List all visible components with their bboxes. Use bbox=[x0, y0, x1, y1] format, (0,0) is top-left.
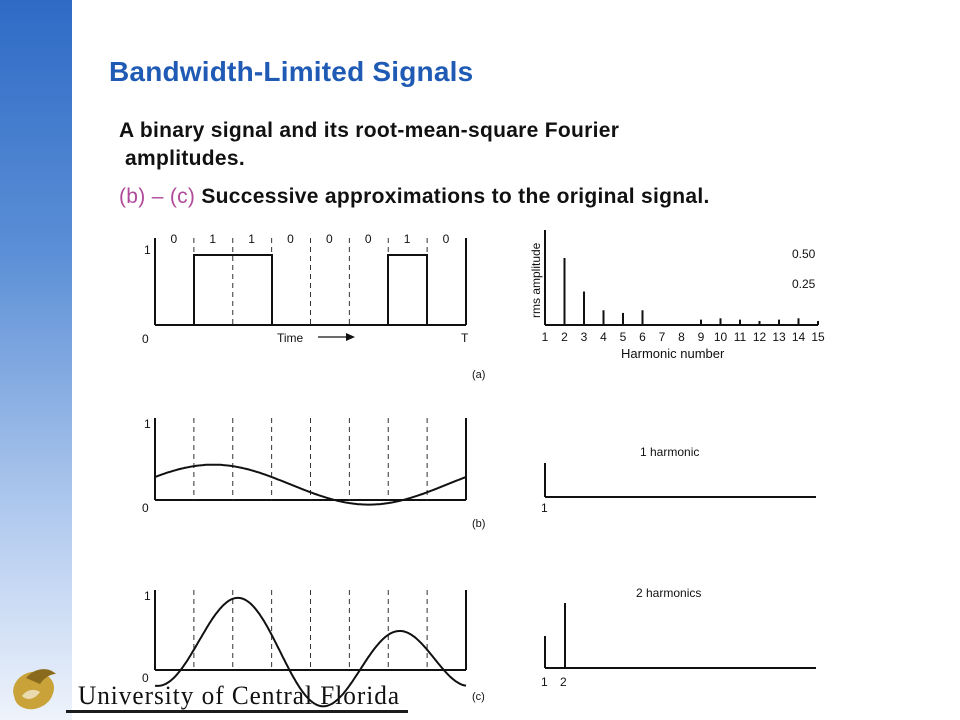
harmonic-label: 12 bbox=[753, 330, 767, 344]
panel-b-bit-dividers bbox=[193, 418, 428, 500]
bit-label: 0 bbox=[170, 232, 177, 246]
harmonic-label: 10 bbox=[714, 330, 728, 344]
harmonic-label: 15 bbox=[811, 330, 825, 344]
harmonic-label: 3 bbox=[581, 330, 588, 344]
panel-c-spectrum: 2 harmonics 1 2 bbox=[541, 586, 816, 689]
harmonic-label: 6 bbox=[639, 330, 646, 344]
panel-c: 1 0 (c) bbox=[142, 589, 485, 708]
pegasus-logo-icon bbox=[13, 669, 56, 710]
spectrum-bars bbox=[544, 258, 819, 325]
bit-label: 0 bbox=[287, 232, 294, 246]
panel-a-bit-dividers bbox=[193, 238, 428, 325]
harmonic-label: 2 bbox=[561, 330, 568, 344]
panel-c-y-top: 1 bbox=[144, 589, 151, 603]
panel-a-end-label: T bbox=[461, 331, 469, 345]
harmonic-label: 14 bbox=[792, 330, 806, 344]
harmonic-label: 13 bbox=[772, 330, 786, 344]
harmonic-label: 11 bbox=[734, 330, 747, 344]
spectrum-y-label-025: 0.25 bbox=[792, 277, 816, 291]
sidebar-gradient bbox=[0, 0, 72, 720]
spectrum-ylabel: rms amplitude bbox=[529, 242, 543, 318]
panel-a-bit-labels: 0 1 1 0 0 0 1 0 bbox=[170, 232, 449, 246]
panel-b-approximation-curve bbox=[154, 463, 467, 506]
harmonic-label: 8 bbox=[678, 330, 685, 344]
spectrum-xlabel: Harmonic number bbox=[621, 346, 725, 361]
panel-c-bar-label-2: 2 bbox=[560, 675, 567, 689]
harmonic-label: 7 bbox=[659, 330, 666, 344]
panel-b-bar-label-1: 1 bbox=[541, 501, 548, 515]
panel-reference: (b) – (c) bbox=[119, 185, 196, 208]
panel-b-y-bottom: 0 bbox=[142, 501, 149, 515]
panel-a-y-top: 1 bbox=[144, 243, 151, 257]
bit-label: 0 bbox=[443, 232, 450, 246]
panel-c-bar-label-1: 1 bbox=[541, 675, 548, 689]
harmonic-label: 1 bbox=[542, 330, 549, 344]
bit-label: 1 bbox=[248, 232, 255, 246]
panel-b-harmonics-label: 1 harmonic bbox=[640, 445, 699, 459]
panel-b: 1 0 (b) bbox=[142, 417, 485, 530]
panel-b-y-top: 1 bbox=[144, 417, 151, 431]
description-text: A binary signal and its root-mean-square… bbox=[119, 119, 620, 142]
panel-c-harmonics-label: 2 harmonics bbox=[636, 586, 701, 600]
panel-c-bit-dividers bbox=[193, 590, 428, 670]
panel-a-square-wave bbox=[155, 254, 466, 326]
panel-a-caption: (a) bbox=[472, 369, 485, 381]
description-line-1: A binary signal and its root-mean-square… bbox=[119, 117, 819, 173]
spectrum-y-label-050: 0.50 bbox=[792, 247, 816, 261]
description-line-2: (b) – (c) Successive approximations to t… bbox=[119, 185, 710, 209]
description-text-2: Successive approximations to the origina… bbox=[195, 185, 710, 208]
bit-label: 1 bbox=[404, 232, 411, 246]
panel-c-caption: (c) bbox=[472, 691, 485, 703]
bit-label: 0 bbox=[365, 232, 372, 246]
panel-c-approximation-curve bbox=[154, 596, 467, 708]
logo-text: University of Central Florida bbox=[78, 681, 400, 710]
bit-label: 0 bbox=[326, 232, 333, 246]
university-logo: University of Central Florida bbox=[13, 669, 408, 713]
panel-c-y-bottom: 0 bbox=[142, 671, 149, 685]
panel-b-caption: (b) bbox=[472, 518, 485, 530]
description-continuation: amplitudes. bbox=[125, 147, 245, 170]
bit-label: 1 bbox=[209, 232, 216, 246]
panel-b-spectrum: 1 harmonic 1 bbox=[541, 445, 816, 515]
slide-title: Bandwidth-Limited Signals bbox=[109, 56, 474, 87]
panel-a-time-label: Time bbox=[277, 331, 304, 345]
harmonic-label: 5 bbox=[620, 330, 627, 344]
harmonic-label: 9 bbox=[698, 330, 705, 344]
panel-a-y-bottom: 0 bbox=[142, 332, 149, 346]
panel-a: 0 1 1 0 0 0 1 0 1 0 Time T (a) bbox=[142, 232, 485, 381]
harmonic-label: 4 bbox=[600, 330, 607, 344]
logo-underline bbox=[66, 710, 408, 713]
time-arrow-head bbox=[346, 333, 355, 341]
